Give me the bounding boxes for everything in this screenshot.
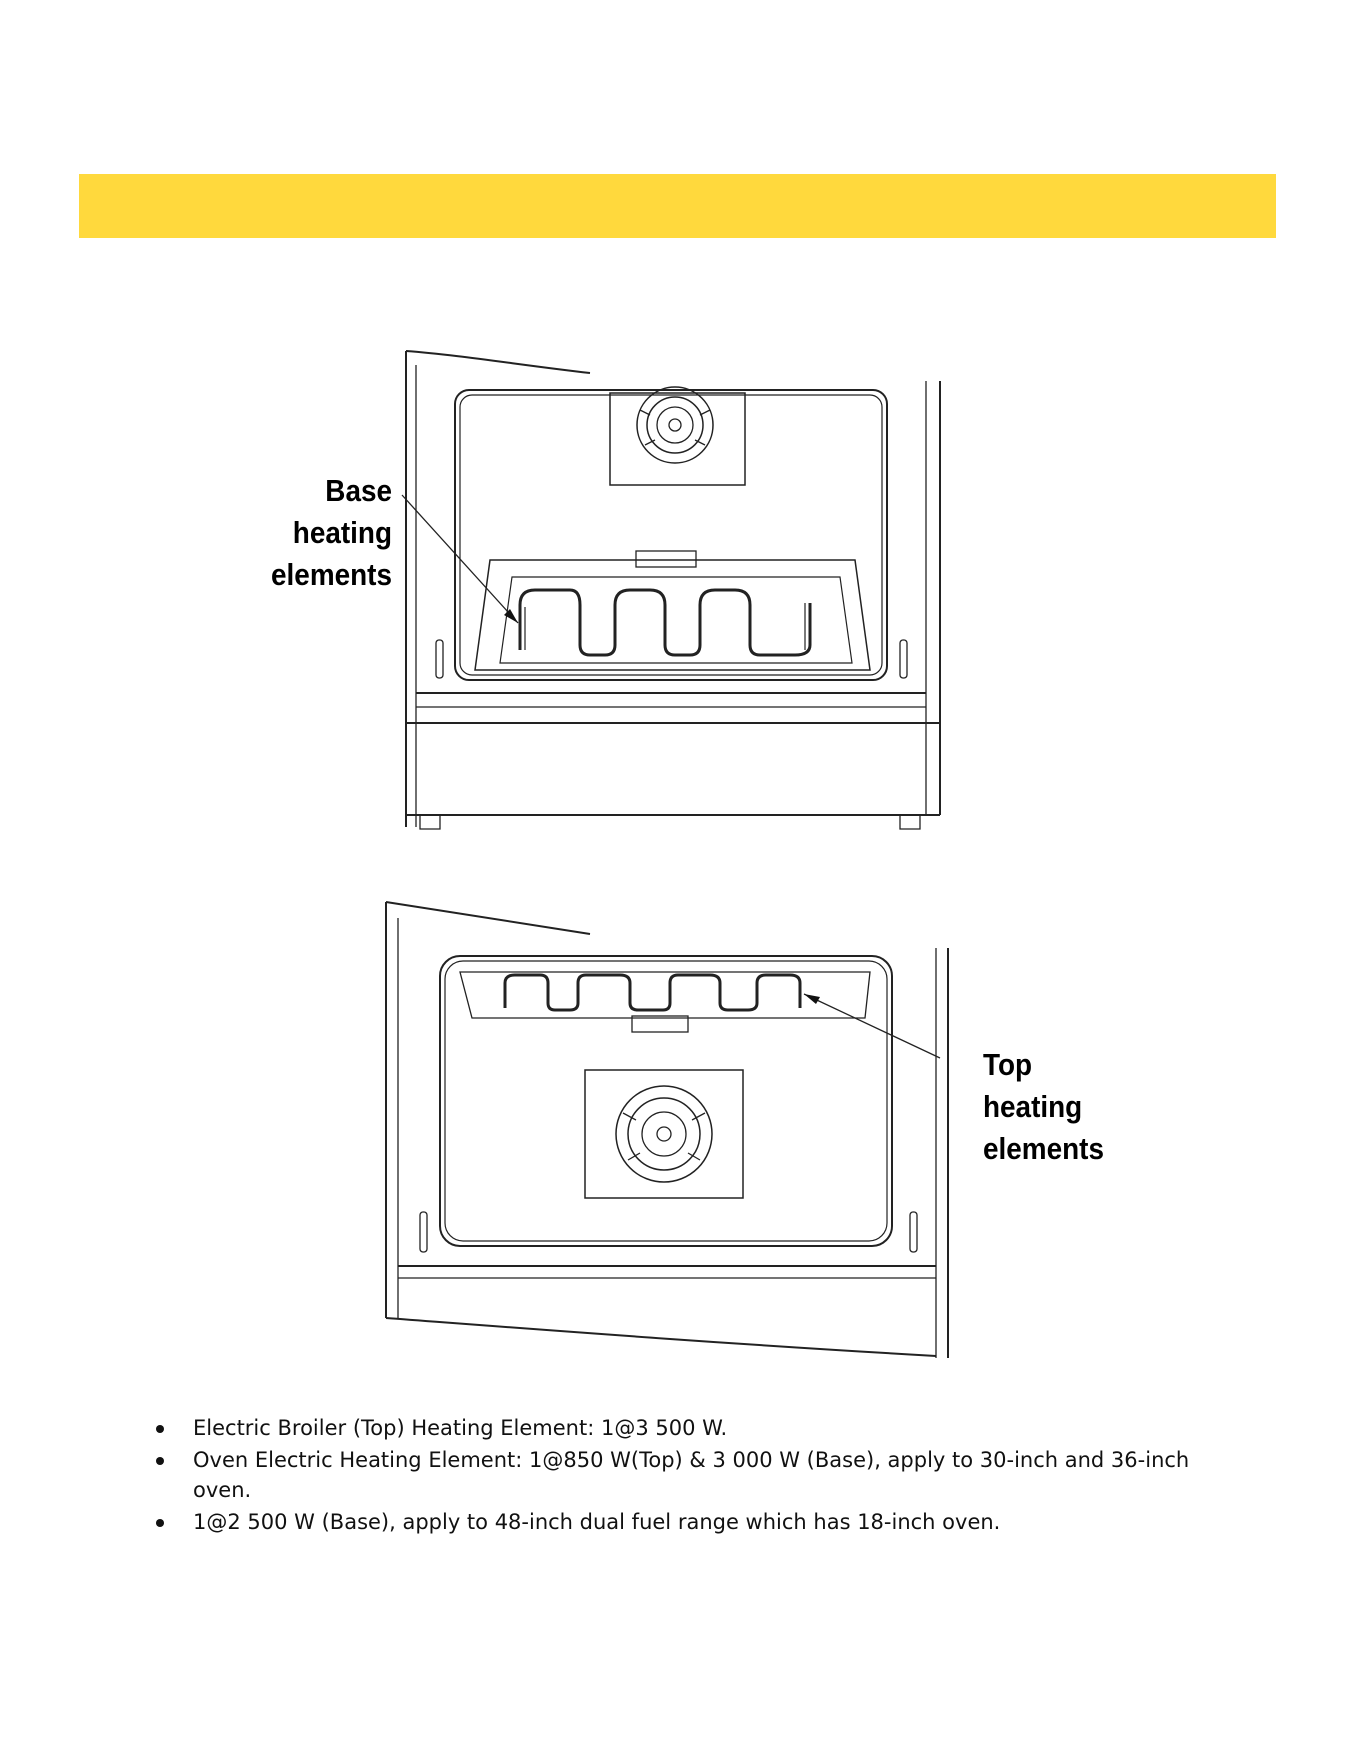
base-heating-callout: Base heating elements <box>266 470 392 596</box>
header-bar <box>79 174 1276 238</box>
top-heating-diagram <box>380 898 958 1363</box>
bullet-dual-fuel-element: 1@2 500 W (Base), apply to 48-inch dual … <box>150 1507 1240 1537</box>
base-heating-diagram <box>400 345 950 835</box>
top-heating-callout: Top heating elements <box>983 1044 1104 1170</box>
bullet-oven-element: Oven Electric Heating Element: 1@850 W(T… <box>150 1445 1240 1505</box>
spec-bullet-list: Electric Broiler (Top) Heating Element: … <box>150 1413 1240 1539</box>
bullet-broiler-element: Electric Broiler (Top) Heating Element: … <box>150 1413 1240 1443</box>
